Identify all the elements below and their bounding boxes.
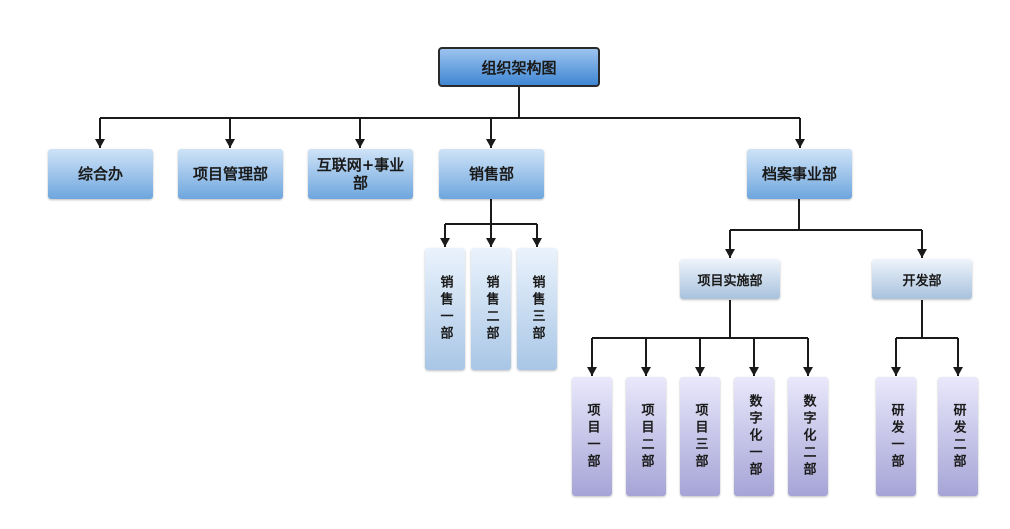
- sales-unit-1: 销售一部: [425, 248, 465, 370]
- dept-archive-business: 档案事业部: [747, 149, 852, 199]
- dept-internet-business: 互联网+事业部: [308, 149, 413, 199]
- root-node: 组织架构图: [438, 47, 600, 87]
- dev-unit-1: 研发一部: [876, 377, 916, 496]
- impl-unit-4: 数字化一部: [734, 377, 774, 496]
- division-development: 开发部: [872, 259, 972, 299]
- sales-unit-3: 销售三部: [517, 248, 557, 370]
- dev-unit-2: 研发二部: [938, 377, 978, 496]
- impl-unit-1: 项目一部: [572, 377, 612, 496]
- sales-unit-2: 销售二部: [471, 248, 511, 370]
- dept-sales: 销售部: [439, 149, 544, 199]
- dept-general-office: 综合办: [48, 149, 153, 199]
- impl-unit-2: 项目二部: [626, 377, 666, 496]
- impl-unit-3: 项目三部: [680, 377, 720, 496]
- dept-project-management: 项目管理部: [178, 149, 283, 199]
- impl-unit-5: 数字化二部: [788, 377, 828, 496]
- division-implementation: 项目实施部: [680, 259, 780, 299]
